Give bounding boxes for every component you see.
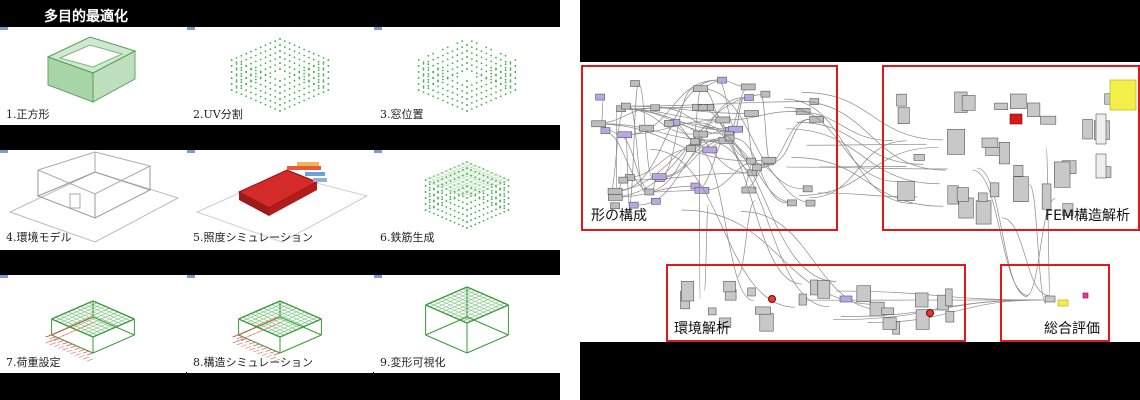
box-model-icon — [46, 36, 137, 103]
illuminance-map-icon — [195, 162, 369, 243]
window-points-icon — [417, 40, 517, 112]
divider-bar — [0, 250, 560, 275]
step-cell-uv-division: 2.UV分割 — [187, 27, 373, 125]
group-overall-evaluation: 総合評価 — [1000, 264, 1110, 342]
step-cell-window-position: 3.窓位置 — [374, 27, 560, 125]
step-caption: 9.変形可視化 — [380, 356, 446, 369]
panel-title: 多目的最適化 — [44, 9, 128, 25]
group-environmental-analysis: 環境解析 — [666, 264, 966, 342]
group-label: FEM構造解析 — [1045, 208, 1130, 224]
optimization-steps-panel: 多目的最適化 1.正方形 2.UV分割 3.窓位置 — [0, 0, 560, 400]
step-caption: 7.荷重設定 — [6, 356, 61, 369]
rebar-grid-icon — [424, 161, 510, 229]
grasshopper-definition-panel: 形の構成 FEM構造解析 環境解析 総合評価 — [580, 0, 1140, 400]
structure-mesh-icon — [232, 300, 322, 362]
step-caption: 5.照度シミュレーション — [193, 231, 314, 244]
group-label: 総合評価 — [1044, 321, 1100, 337]
step-cell-illuminance-simulation: 5.照度シミュレーション — [187, 150, 373, 248]
group-label: 環境解析 — [674, 321, 730, 337]
title-bar: 多目的最適化 — [0, 0, 560, 27]
point-grid-icon — [230, 38, 330, 112]
deformation-mesh-icon — [425, 286, 509, 354]
step-caption: 2.UV分割 — [193, 108, 243, 121]
bottom-bar — [0, 372, 560, 400]
step-caption: 1.正方形 — [6, 108, 50, 121]
step-cell-load-setting: 7.荷重設定 — [0, 275, 186, 373]
step-cell-environment-model: 4.環境モデル — [0, 150, 186, 248]
group-label: 形の構成 — [591, 208, 647, 224]
step-cell-deformation-visualization: 9.変形可視化 — [374, 275, 560, 373]
step-caption: 8.構造シミュレーション — [193, 356, 314, 369]
node-wires — [591, 76, 1137, 335]
step-caption: 6.鉄筋生成 — [380, 231, 435, 244]
step-cell-rebar-generation: 6.鉄筋生成 — [374, 150, 560, 248]
group-form-composition: 形の構成 — [581, 65, 838, 231]
node-graph-canvas: 形の構成 FEM構造解析 環境解析 総合評価 — [580, 62, 1140, 342]
load-arrows-icon — [45, 300, 135, 362]
step-cell-square: 1.正方形 — [0, 27, 186, 125]
group-fem-structural-analysis: FEM構造解析 — [882, 65, 1140, 231]
step-caption: 4.環境モデル — [6, 231, 72, 244]
step-cell-structural-simulation: 8.構造シミュレーション — [187, 275, 373, 373]
environment-model-icon — [8, 151, 180, 243]
divider-bar — [0, 125, 560, 150]
step-caption: 3.窓位置 — [380, 108, 424, 121]
